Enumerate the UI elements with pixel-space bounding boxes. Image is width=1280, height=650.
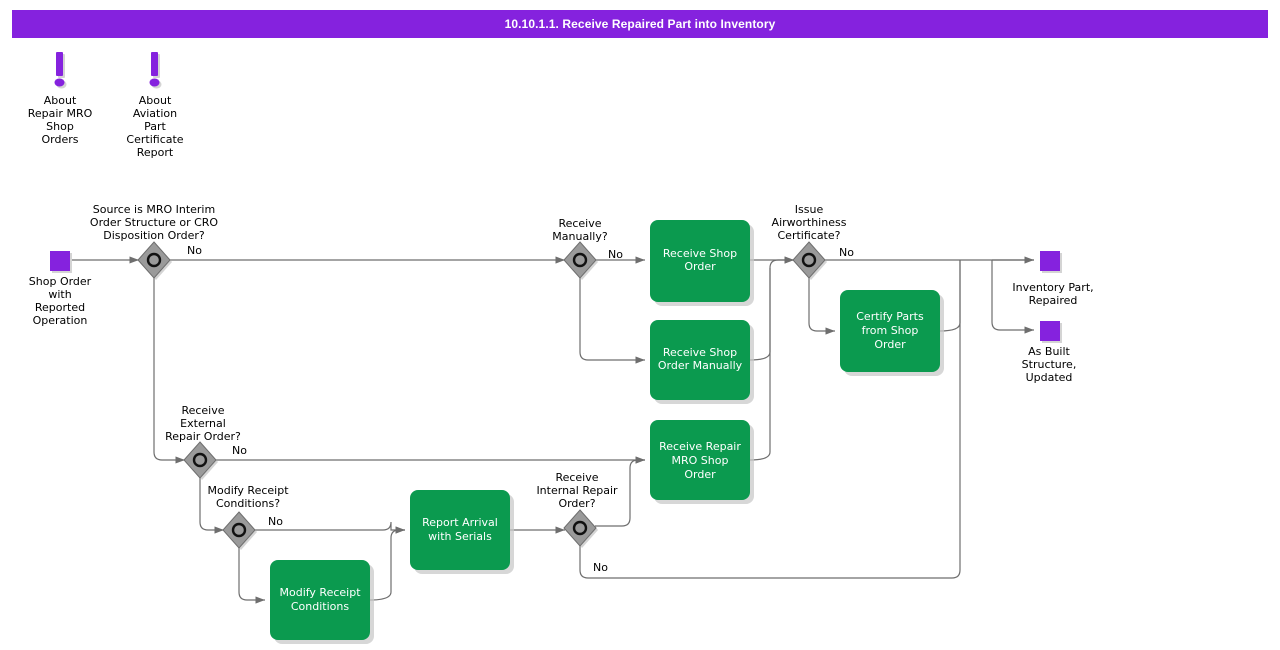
edge-label-no: No bbox=[268, 515, 283, 528]
edge-modify-task-to-report-arrival bbox=[369, 526, 405, 601]
note-line: Shop bbox=[46, 120, 74, 133]
edge-label-no: No bbox=[608, 248, 623, 261]
edge-labels: No No No No No No bbox=[187, 244, 854, 574]
note-line: About bbox=[139, 94, 172, 107]
task-label-line: Conditions bbox=[291, 600, 349, 613]
edge-modify-gateway-down-to-modify-task bbox=[238, 545, 265, 604]
task-label-line: Modify Receipt bbox=[279, 586, 361, 599]
edge-spine-to-as-built-structure bbox=[991, 260, 1034, 334]
task-label-line: from Shop bbox=[862, 324, 919, 337]
edge-modify-no-to-report-arrival bbox=[254, 521, 405, 534]
gateway-label-line: Issue bbox=[795, 203, 824, 216]
task-label-line: Report Arrival bbox=[422, 516, 498, 529]
note-repair-mro-shop-orders[interactable]: About Repair MRO Shop Orders bbox=[28, 52, 93, 146]
edge-internal-repair-no-bottom-route bbox=[579, 260, 961, 579]
event-as-built-structure-updated[interactable]: As Built Structure, Updated bbox=[1022, 321, 1077, 384]
gateway-diamond bbox=[183, 441, 217, 479]
gateway-label-line: Manually? bbox=[552, 230, 608, 243]
gateway-label-line: Internal Repair bbox=[536, 484, 618, 497]
gateway-diamond bbox=[137, 241, 171, 279]
note-line: Orders bbox=[42, 133, 79, 146]
edge-label-no: No bbox=[187, 244, 202, 257]
gateway-label-line: Receive bbox=[558, 217, 601, 230]
event-label-line: Inventory Part, bbox=[1012, 281, 1093, 294]
note-line: Certificate bbox=[126, 133, 183, 146]
gateway-diamond bbox=[563, 509, 597, 547]
gateway-label-line: Disposition Order? bbox=[103, 229, 205, 242]
edge-label-no: No bbox=[232, 444, 247, 457]
task-label-line: Certify Parts bbox=[856, 310, 924, 323]
exclamation-icon bbox=[56, 52, 63, 76]
gateway-label-line: Certificate? bbox=[778, 229, 841, 242]
task-label-line: Order bbox=[874, 338, 906, 351]
task-label-line: Receive Shop bbox=[663, 247, 737, 260]
gateway-modify-receipt-conditions[interactable]: Modify Receipt Conditions? bbox=[207, 484, 289, 550]
task-receive-repair-mro-shop-order[interactable]: Receive Repair MRO Shop Order bbox=[650, 420, 754, 504]
gateway-label-line: External bbox=[180, 417, 226, 430]
event-label-line: with bbox=[48, 288, 71, 301]
gateway-label-line: Receive bbox=[555, 471, 598, 484]
task-label-line: with Serials bbox=[428, 530, 492, 543]
event-inventory-part-repaired[interactable]: Inventory Part, Repaired bbox=[1012, 251, 1094, 307]
connectors bbox=[72, 256, 1034, 604]
event-shop-order-with-reported-operation[interactable]: Shop Order with Reported Operation bbox=[29, 251, 92, 327]
edge-source-down-to-external-repair bbox=[153, 275, 185, 464]
gateway-diamond bbox=[563, 241, 597, 279]
edge-internal-repair-up-to-repair-mro-task bbox=[595, 456, 645, 527]
task-label-line: Order bbox=[684, 260, 716, 273]
edge-receive-manually-down-to-manual-task bbox=[579, 275, 645, 364]
note-line: Aviation bbox=[133, 107, 177, 120]
task-certify-parts-from-shop-order[interactable]: Certify Parts from Shop Order bbox=[840, 290, 944, 376]
note-line: About bbox=[44, 94, 77, 107]
gateway-label-line: Airworthiness bbox=[772, 216, 847, 229]
edge-label-no: No bbox=[593, 561, 608, 574]
note-line: Repair MRO bbox=[28, 107, 93, 120]
end-event-square bbox=[1040, 321, 1060, 341]
task-label-line: MRO Shop bbox=[672, 454, 729, 467]
title-bar: 10.10.1.1. Receive Repaired Part into In… bbox=[12, 10, 1268, 38]
task-label-line: Order bbox=[684, 468, 716, 481]
gateway-issue-airworthiness-certificate[interactable]: Issue Airworthiness Certificate? bbox=[772, 203, 847, 280]
edge-airworthiness-down-to-certify bbox=[808, 275, 835, 335]
event-label-line: Operation bbox=[33, 314, 88, 327]
exclamation-icon bbox=[151, 52, 158, 76]
end-event-square bbox=[1040, 251, 1060, 271]
task-modify-receipt-conditions[interactable]: Modify Receipt Conditions bbox=[270, 560, 374, 644]
gateway-label-line: Receive bbox=[181, 404, 224, 417]
event-label-line: Shop Order bbox=[29, 275, 92, 288]
note-line: Part bbox=[144, 120, 166, 133]
gateway-label-line: Source is MRO Interim bbox=[93, 203, 215, 216]
event-label-line: Reported bbox=[35, 301, 85, 314]
task-label-line: Receive Repair bbox=[659, 440, 741, 453]
edge-external-repair-down-to-modify-gateway bbox=[199, 475, 224, 534]
task-receive-shop-order[interactable]: Receive Shop Order bbox=[650, 220, 754, 306]
gateway-source-is-mro-interim-order-structure-or-cro-disposition-order[interactable]: Source is MRO Interim Order Structure or… bbox=[90, 203, 218, 280]
task-report-arrival-with-serials[interactable]: Report Arrival with Serials bbox=[410, 490, 514, 574]
event-label-line: Updated bbox=[1026, 371, 1073, 384]
task-label-line: Order Manually bbox=[658, 359, 743, 372]
edge-manual-task-to-airworthiness bbox=[749, 256, 794, 361]
event-label-line: Repaired bbox=[1029, 294, 1078, 307]
gateway-label-line: Order Structure or CRO bbox=[90, 216, 218, 229]
gateway-diamond bbox=[222, 511, 256, 549]
task-label-line: Receive Shop bbox=[663, 346, 737, 359]
start-event-square bbox=[50, 251, 70, 271]
note-line: Report bbox=[137, 146, 174, 159]
gateway-label-line: Modify Receipt bbox=[207, 484, 289, 497]
gateway-receive-internal-repair-order[interactable]: Receive Internal Repair Order? bbox=[536, 471, 618, 548]
gateway-label-line: Repair Order? bbox=[165, 430, 241, 443]
gateway-diamond bbox=[792, 241, 826, 279]
gateway-receive-external-repair-order[interactable]: Receive External Repair Order? bbox=[165, 404, 241, 480]
event-label-line: As Built bbox=[1028, 345, 1070, 358]
note-aviation-part-certificate-report[interactable]: About Aviation Part Certificate Report bbox=[126, 52, 184, 159]
page-title: 10.10.1.1. Receive Repaired Part into In… bbox=[504, 17, 776, 31]
task-receive-shop-order-manually[interactable]: Receive Shop Order Manually bbox=[650, 320, 754, 404]
gateway-label-line: Order? bbox=[558, 497, 595, 510]
gateway-label-line: Conditions? bbox=[216, 497, 280, 510]
edge-label-no: No bbox=[839, 246, 854, 259]
event-label-line: Structure, bbox=[1022, 358, 1077, 371]
gateway-receive-manually[interactable]: Receive Manually? bbox=[552, 217, 608, 280]
